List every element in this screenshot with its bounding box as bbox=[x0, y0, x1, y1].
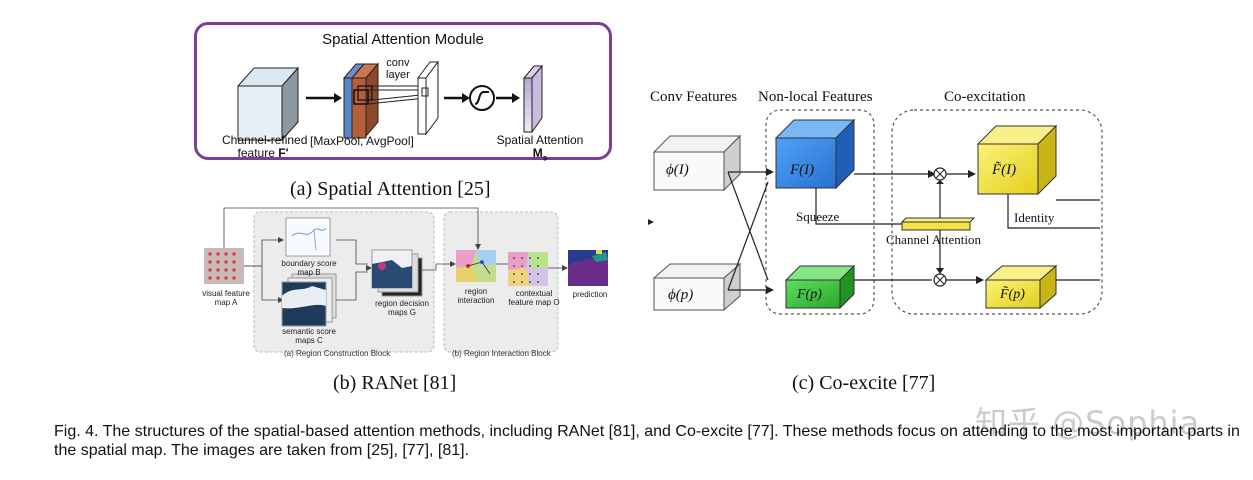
ranet-diagram bbox=[204, 207, 608, 353]
spatial-attention-map bbox=[522, 64, 544, 134]
f-i-cube bbox=[774, 118, 856, 190]
ft-p-cube bbox=[984, 264, 1058, 310]
visual-feature-map bbox=[204, 248, 244, 284]
conv-layer-label: conv layer bbox=[386, 57, 410, 81]
f-p-cube bbox=[784, 264, 856, 310]
cross-arrows bbox=[727, 171, 769, 291]
pool-maps bbox=[342, 62, 380, 139]
region-decision-maps bbox=[371, 249, 423, 297]
head-coexcitation: Co-excitation bbox=[944, 89, 1026, 105]
f-i-label: F(I) bbox=[790, 162, 815, 178]
co-excite-diagram bbox=[648, 109, 1103, 315]
phi-i-cube bbox=[652, 134, 742, 192]
region-interaction-map bbox=[456, 250, 496, 282]
input-feature-label: Channel-refined feature F′ bbox=[222, 133, 308, 160]
phi-p-label: ϕ(p) bbox=[668, 287, 694, 303]
identity-label: Identity bbox=[1014, 210, 1055, 225]
arrow-to-sigmoid bbox=[444, 93, 470, 103]
semantic-score-maps bbox=[281, 273, 337, 327]
caption-b: (b) RANet [81] bbox=[333, 372, 457, 394]
phi-i-label: ϕ(I) bbox=[666, 162, 689, 178]
prediction-map bbox=[568, 250, 608, 286]
prediction-label: prediction bbox=[572, 290, 608, 299]
pool-label: [MaxPool, AvgPool] bbox=[310, 134, 414, 148]
spatial-attention-module-box bbox=[194, 22, 612, 160]
channel-attention-bar bbox=[900, 217, 976, 231]
phi-p-cube bbox=[652, 262, 742, 312]
spatial-attention-diagram bbox=[236, 60, 544, 142]
head-conv-features: Conv Features bbox=[650, 89, 738, 105]
f-p-label: F(p) bbox=[797, 287, 822, 302]
ft-p-label: F̃(p) bbox=[1000, 287, 1025, 302]
ft-i-label: F̃(I) bbox=[992, 162, 1017, 178]
head-nonlocal-features: Non-local Features bbox=[758, 89, 873, 105]
contextual-feature-map bbox=[508, 252, 548, 286]
block-2-label: (b) Region Interaction Block bbox=[452, 349, 551, 358]
watermark: 知乎 @Sophia bbox=[975, 404, 1201, 442]
figure-caption: Fig. 4. The structures of the spatial-ba… bbox=[54, 423, 1240, 459]
sigmoid-icon bbox=[469, 85, 495, 111]
caption-a: (a) Spatial Attention [25] bbox=[290, 178, 491, 200]
squeeze-label: Squeeze bbox=[796, 209, 840, 224]
input-feature-cube bbox=[236, 66, 300, 142]
conv-output-slab bbox=[417, 60, 439, 136]
caption-c: (c) Co-excite [77] bbox=[792, 372, 936, 394]
output-label: Spatial Attention Ms bbox=[496, 133, 584, 163]
module-title: Spatial Attention Module bbox=[322, 31, 484, 48]
ft-i-cube bbox=[976, 124, 1058, 196]
region-interaction-block bbox=[443, 211, 559, 353]
channel-attention-label: Channel Attention bbox=[886, 232, 981, 247]
arrow-to-output bbox=[496, 93, 520, 103]
block-1-label: (a) Region Construction Block bbox=[284, 349, 391, 358]
arrow-to-pool bbox=[306, 93, 342, 103]
boundary-score-map bbox=[285, 217, 331, 257]
